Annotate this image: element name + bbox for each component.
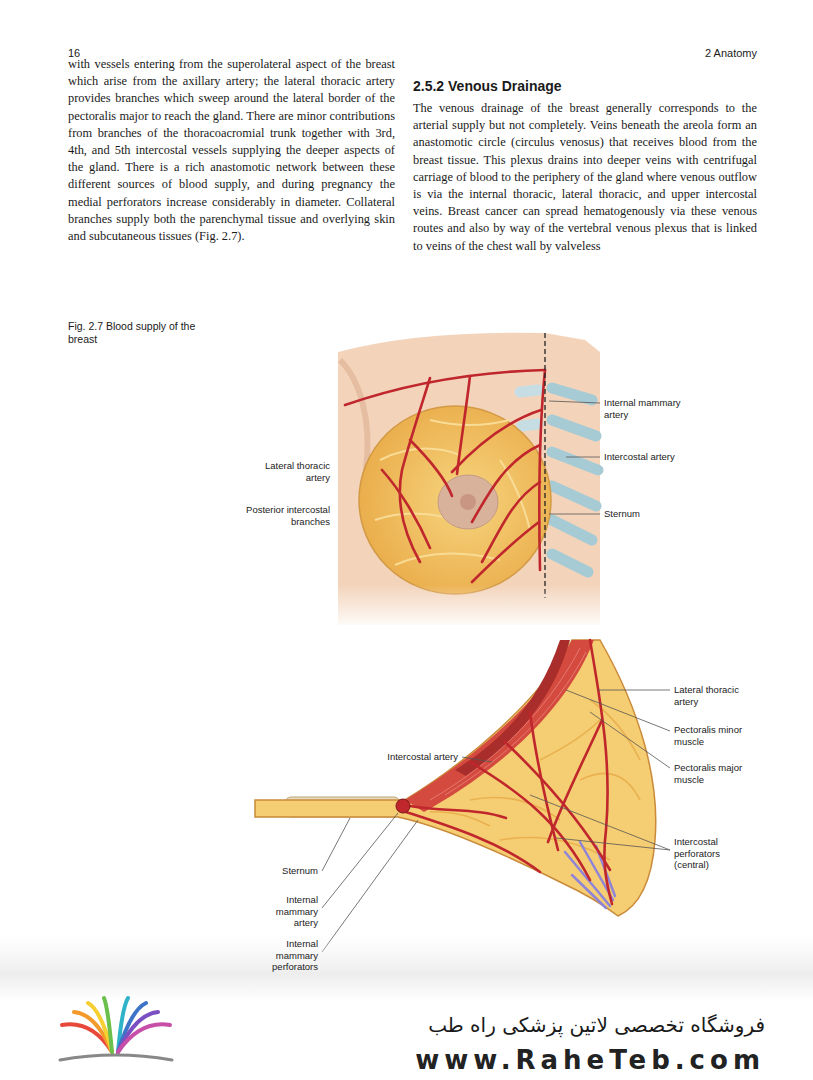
breast-gland: [359, 406, 551, 594]
muscle: [455, 640, 570, 776]
artery: [482, 482, 540, 562]
rib: [552, 554, 588, 572]
leader-line: [598, 690, 670, 691]
figure-label: Pectoralis major muscle: [674, 762, 764, 785]
body-paragraph: The venous drainage of the breast genera…: [413, 100, 757, 255]
watermark: www.RaheTeb.com: [400, 1044, 765, 1076]
artery: [410, 806, 506, 818]
artery: [406, 812, 540, 872]
midline-dashed: [544, 333, 545, 598]
leader-line: [549, 514, 600, 515]
leader-line: [566, 457, 600, 458]
figure-label: Lateral thoracic artery: [240, 460, 330, 483]
figure-fade: [0, 935, 813, 1000]
areola: [460, 494, 476, 510]
leader-line: [549, 401, 600, 403]
running-head: 2 Anatomy: [600, 46, 757, 60]
leader-line: [322, 820, 418, 952]
artery: [548, 720, 602, 842]
figure-label: Posterior intercostal branches: [220, 504, 330, 527]
artery: [382, 470, 430, 548]
artery: [470, 762, 590, 880]
breast-gland: [359, 406, 551, 594]
leader-line: [322, 818, 350, 871]
rib: [552, 420, 596, 436]
leader-line: [556, 838, 670, 850]
artery: [345, 370, 545, 405]
artery: [472, 445, 540, 522]
figure-label: Internal mammary artery: [604, 397, 696, 420]
muscle: [405, 640, 594, 812]
body-paragraph: with vessels entering from the superolat…: [68, 56, 395, 245]
figure-fade: [330, 585, 630, 630]
artery: [590, 640, 612, 904]
figure-fade: [0, 935, 813, 1000]
figure-fade: [330, 585, 630, 630]
leader-line: [322, 690, 670, 952]
artery: [406, 640, 612, 904]
figure-label: Intercostal artery: [604, 451, 714, 463]
leader-line: [566, 690, 670, 731]
internal-mammary-vessel: [396, 799, 410, 813]
figure-label: Intercostal artery: [348, 751, 458, 763]
figure-label: Lateral thoracic artery: [674, 684, 764, 707]
rib: [552, 388, 592, 400]
internal-mammary-vessel: [396, 799, 410, 813]
figure-label: Internal mammary perforators: [248, 938, 318, 973]
logo-icon: [60, 1055, 172, 1060]
torso-skin: [338, 333, 600, 625]
leader-line: [590, 712, 670, 768]
muscle: [430, 648, 586, 800]
torso-skin: [338, 333, 600, 625]
artery: [400, 378, 430, 562]
muscle: [405, 640, 594, 812]
artery: [472, 522, 539, 582]
figure-label: Sternum: [238, 865, 318, 877]
artery: [539, 370, 545, 570]
rib: [552, 486, 596, 506]
rib: [522, 424, 538, 426]
section-heading: 2.5.2 Venous Drainage: [413, 78, 757, 95]
midline-dashed: [545, 333, 546, 598]
figure-caption: Fig. 2.7 Blood supply of the breast: [68, 320, 218, 346]
rib: [552, 520, 592, 540]
logo-icon: [60, 998, 172, 1060]
leader-line: [462, 757, 492, 762]
artery: [457, 376, 470, 474]
leader-line: [322, 813, 398, 908]
torso-skin: [340, 360, 368, 470]
leader-line: [549, 401, 600, 514]
figure-label: Pectoralis minor muscle: [674, 724, 764, 747]
figure-label: Internal mammary artery: [258, 894, 318, 929]
rib: [552, 452, 598, 470]
logo-icon: [104, 998, 112, 1052]
rib: [520, 390, 538, 392]
artery: [345, 370, 545, 582]
artery: [410, 440, 452, 496]
watermark: فروشگاه تخصصی لاتین پزشکی راه طب: [400, 1012, 765, 1038]
logo-icon: [118, 1024, 170, 1052]
breast-gland: [375, 420, 530, 565]
artery: [530, 712, 558, 850]
figure-label: Sternum: [604, 508, 694, 520]
figure-label: Intercostal perforators (central): [674, 836, 740, 871]
leader-line: [530, 795, 670, 850]
